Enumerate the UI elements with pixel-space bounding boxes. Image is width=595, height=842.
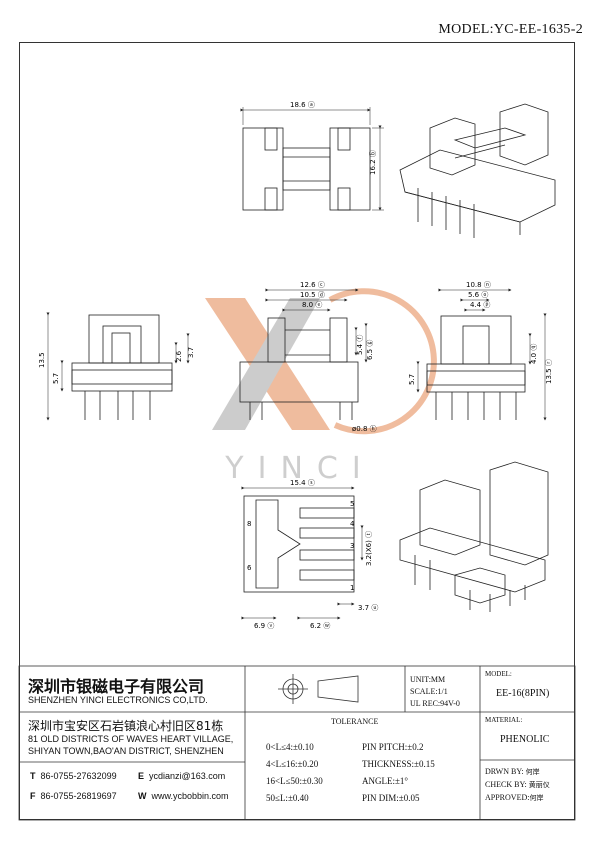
dim-front-d: 10.5 ⓓ [300, 291, 325, 299]
approved-by: APPROVED:何岸 [485, 793, 544, 802]
left-side-view [46, 312, 190, 421]
model-value: EE-16(8PIN) [496, 688, 550, 699]
scale-text: SCALE:1/1 [410, 687, 448, 696]
fax-line: F 86-0755-26819697 [30, 791, 117, 801]
iso-view-top [399, 103, 556, 238]
dim-right-p: 4.4 ⓟ [470, 301, 490, 309]
email-line: E ycdianzi@163.com [138, 771, 226, 781]
watermark-arc [328, 288, 437, 435]
dim-right-r: 13.5 ⓡ [545, 359, 553, 384]
dim-bottom-v: 6.9 ⓥ [254, 622, 274, 630]
material-value: PHENOLIC [500, 734, 550, 745]
right-side-view [416, 288, 547, 421]
thickness: THICKNESS:±0.15 [362, 759, 435, 769]
tolerance-row: 4<L≤16:±0.20 [266, 759, 319, 769]
watermark-text: YINCI [224, 451, 374, 486]
drawing-frame [19, 42, 575, 820]
dim-left-height: 13.5 [38, 352, 46, 368]
company-name-cn: 深圳市银磁电子有限公司 [28, 677, 205, 696]
yinci-watermark: YINCI [205, 288, 437, 486]
tel-line: T 86-0755-27632099 [30, 771, 117, 781]
tolerance-title: TOLERANCE [331, 717, 379, 726]
top-view [240, 107, 384, 211]
pin-dim: PIN DIM:±0.05 [362, 793, 420, 803]
unit-text: UNIT:MM [410, 675, 446, 684]
check-by: CHECK BY: 黄丽仪 [485, 780, 550, 789]
dim-right-base: 5.7 [408, 374, 416, 385]
model-label: MODEL: [485, 670, 512, 678]
tolerance-row: 50≤L:±0.40 [266, 793, 309, 803]
title-block-grid [18, 665, 576, 821]
ul-rec-text: UL REC:94V-0 [410, 699, 460, 708]
pin-label: 8 [247, 520, 251, 528]
projection-symbol [278, 674, 359, 704]
model-title: MODEL:YC-EE-1635-2 [438, 22, 583, 37]
pin-label: 6 [247, 564, 252, 572]
pin-label: 5 [350, 500, 354, 508]
address-en-line1: 81 OLD DISTRICTS OF WAVES HEART VILLAGE, [28, 734, 234, 744]
dim-bottom-t: 3.2(X6) ⓣ [365, 531, 373, 566]
dim-front-f: 5.4 ⓕ [356, 335, 364, 355]
drawn-by: DRWN BY: 何岸 [485, 767, 540, 776]
dim-front-g: 6.5 ⓖ [366, 340, 374, 360]
iso-view-bottom [399, 461, 549, 612]
address-cn: 深圳市宝安区石岩镇浪心村旧区81栋 [28, 719, 224, 733]
dim-top-height: 16.2 ⓑ [369, 150, 377, 175]
dim-pin-dia: ø0.8 ⓗ [352, 425, 377, 433]
dim-right-q: 4.0 ⓠ [530, 344, 538, 364]
bottom-view [241, 486, 364, 620]
dim-left-l: 3.7 [187, 347, 195, 358]
front-view [239, 288, 368, 420]
company-name-en: SHENZHEN YINCI ELECTRONICS CO,LTD. [28, 695, 208, 705]
dim-front-c: 12.6 ⓒ [300, 281, 325, 289]
web-line: W www.ycbobbin.com [138, 791, 229, 801]
angle: ANGLE:±1° [362, 776, 409, 786]
address-en-line2: SHIYAN TOWN,BAO'AN DISTRICT, SHENZHEN [28, 746, 224, 756]
material-label: MATERIAL: [485, 716, 523, 724]
pin-label: 1 [350, 584, 354, 592]
dim-front-e: 8.0 ⓔ [302, 301, 322, 309]
tolerance-row: 16<L≤50:±0.30 [266, 776, 323, 786]
dim-bottom-u: 3.7 ⓤ [358, 604, 378, 612]
pin-label: 4 [350, 520, 355, 528]
dim-right-o: 5.6 ⓞ [468, 291, 488, 299]
dim-bottom-w: 6.2 ⓦ [310, 622, 330, 630]
tolerance-row: 0<L≤4:±0.10 [266, 742, 314, 752]
watermark-x-grey-stroke [212, 298, 320, 430]
dim-left-base: 5.7 [52, 373, 60, 384]
pin-pitch: PIN PITCH:±0.2 [362, 742, 424, 752]
dim-top-width: 18.6 ⓐ [290, 101, 315, 109]
dim-right-n: 10.8 ⓝ [466, 281, 491, 289]
dim-bottom-s: 15.4 ⓢ [290, 479, 315, 487]
dim-left-k: 2.6 [175, 350, 183, 362]
pin-label: 3 [350, 542, 354, 550]
